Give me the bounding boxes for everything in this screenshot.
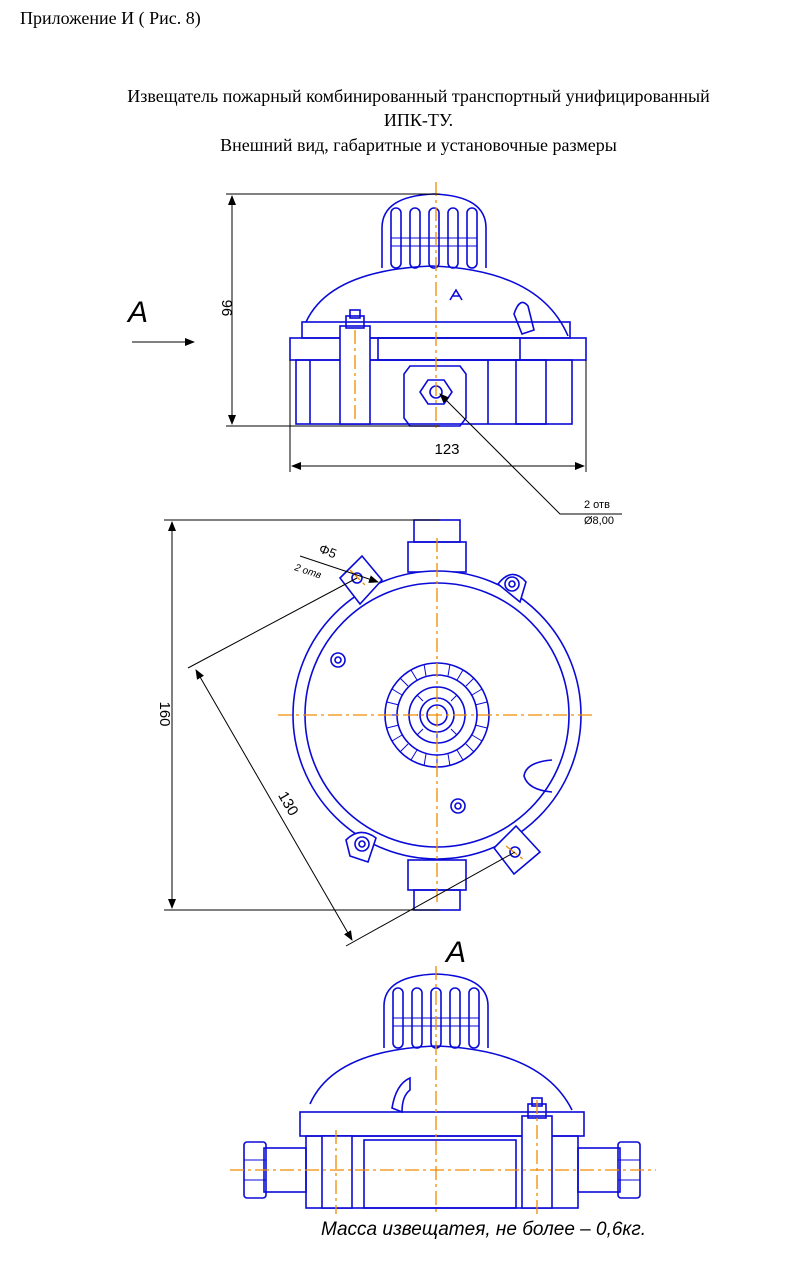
bolt-head-front (349, 309, 361, 319)
leader-holes-front (439, 393, 622, 515)
hole-ear-bottom-right (509, 846, 521, 858)
gland-hex-nut (419, 379, 453, 405)
holes-diameter-front: Ø8,00 (584, 515, 614, 527)
dim-130-ext-bottom (345, 851, 516, 947)
notch-right (523, 759, 553, 793)
leader-phi5 (299, 555, 379, 583)
dim-line-130 (195, 669, 353, 941)
side-view-a (230, 966, 656, 1214)
holes-count-top: 2 отв (292, 562, 322, 581)
base-plate-front (289, 337, 587, 361)
holes-count-front: 2 отв (584, 499, 610, 511)
gland-right-body (577, 1147, 621, 1193)
symbol-a-front (449, 288, 463, 301)
screw-left (330, 652, 346, 668)
vent-cap-front (381, 193, 487, 268)
window-side (363, 1139, 517, 1209)
screw-center-bottom (450, 798, 466, 814)
title-line-3: Внешний вид, габаритные и установочные р… (220, 135, 617, 155)
view-label-a-left: A (126, 296, 148, 329)
right-post-front (515, 359, 547, 425)
left-post-side (321, 1135, 353, 1209)
dim-height-label: 96 (218, 300, 235, 317)
dim-phi5-label: Φ5 (317, 541, 339, 562)
top-view: 160 130 Φ5 2 отв A (156, 519, 596, 969)
body-front (295, 359, 573, 425)
view-label-a-bottom: A (444, 936, 466, 969)
title-line-1: Извещатель пожарный комбинированный тран… (127, 86, 710, 106)
latch-front (513, 301, 535, 335)
hole-ear-top-left (351, 572, 363, 584)
ear-bottom-right (492, 824, 542, 876)
dim-130-ext-top (187, 577, 358, 669)
latch-side (391, 1076, 411, 1114)
dim-130-label: 130 (274, 789, 301, 819)
appendix-header: Приложение И ( Рис. 8) (20, 8, 201, 28)
dim-160-label: 160 (156, 701, 173, 726)
vent-slots-front (390, 207, 478, 269)
front-view: 96 123 2 отв Ø8,00 A (126, 182, 622, 527)
dome-front (305, 265, 569, 337)
bolt-nut-front (345, 315, 365, 329)
dim-width-label: 123 (434, 441, 459, 458)
cable-gland-front (403, 365, 467, 427)
screw-top-right (504, 576, 520, 592)
title-line-2: ИПК-ТУ. (383, 110, 454, 130)
mass-note: Масса извещатея, не более – 0,6кг. (320, 1219, 647, 1240)
screw-bottom-left (354, 836, 370, 852)
cover-plate-front (377, 337, 521, 361)
